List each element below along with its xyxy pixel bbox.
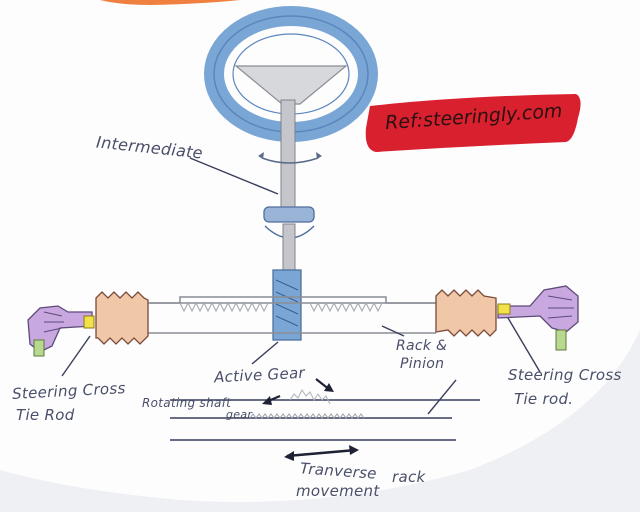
label-movement: movement bbox=[296, 482, 380, 500]
label-rotating-shaft: Rotating shaft bbox=[142, 396, 231, 410]
label-right-tie-rod: Steering Cross bbox=[508, 366, 622, 384]
label-rack-and: Rack & bbox=[396, 338, 447, 354]
label-transverse-rack: rack bbox=[392, 468, 426, 486]
label-left-tie-rod-2: Tie Rod bbox=[16, 406, 75, 424]
label-right-tie-rod-2: Tie rod. bbox=[514, 390, 573, 408]
label-rotating-shaft-gear: gear bbox=[226, 408, 252, 421]
label-pinion: Pinion bbox=[400, 356, 444, 372]
left-rack-boot bbox=[96, 292, 148, 344]
right-rack-boot bbox=[436, 290, 496, 336]
pinion-gear bbox=[273, 270, 301, 340]
